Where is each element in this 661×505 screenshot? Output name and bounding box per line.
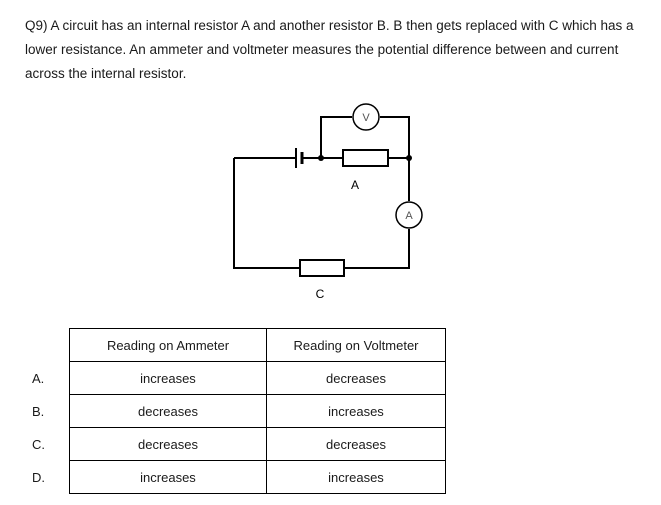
row-c-voltmeter: decreases: [266, 427, 446, 461]
option-letter-d: D.: [32, 470, 45, 485]
option-letter-a: A.: [32, 371, 45, 386]
row-d-voltmeter: increases: [266, 460, 446, 494]
wire-voltmeter-branch: [320, 116, 410, 158]
table-header-row: Reading on Ammeter Reading on Voltmeter: [69, 328, 446, 362]
row-d-ammeter: increases: [69, 460, 267, 494]
junction-dot-left: [318, 155, 324, 161]
voltmeter-label: V: [362, 112, 370, 124]
wire-left: [233, 158, 300, 269]
circuit-diagram: A C V A: [233, 103, 423, 301]
table-row: decreases decreases: [69, 427, 446, 461]
table-row: decreases increases: [69, 394, 446, 428]
resistor-c: [299, 259, 345, 277]
wire-bottom-right: [344, 229, 410, 269]
resistor-a: [342, 149, 389, 167]
header-ammeter: Reading on Ammeter: [69, 328, 267, 362]
resistor-c-label: C: [316, 287, 325, 301]
table-row: increases increases: [69, 460, 446, 494]
resistor-a-label: A: [351, 178, 359, 192]
junction-dot-right: [406, 155, 412, 161]
row-c-ammeter: decreases: [69, 427, 267, 461]
option-letter-b: B.: [32, 404, 45, 419]
ammeter-icon: [395, 201, 423, 229]
ammeter-label: A: [405, 210, 413, 222]
row-a-voltmeter: decreases: [266, 361, 446, 395]
battery-icon: [295, 148, 304, 168]
header-voltmeter: Reading on Voltmeter: [266, 328, 446, 362]
row-a-ammeter: increases: [69, 361, 267, 395]
table-row: increases decreases: [69, 361, 446, 395]
option-letter-c: C.: [32, 437, 45, 452]
row-b-ammeter: decreases: [69, 394, 267, 428]
answer-table: Reading on Ammeter Reading on Voltmeter …: [69, 328, 446, 494]
question-text: Q9) A circuit has an internal resistor A…: [25, 18, 634, 81]
row-b-voltmeter: increases: [266, 394, 446, 428]
voltmeter-icon: [352, 103, 380, 131]
